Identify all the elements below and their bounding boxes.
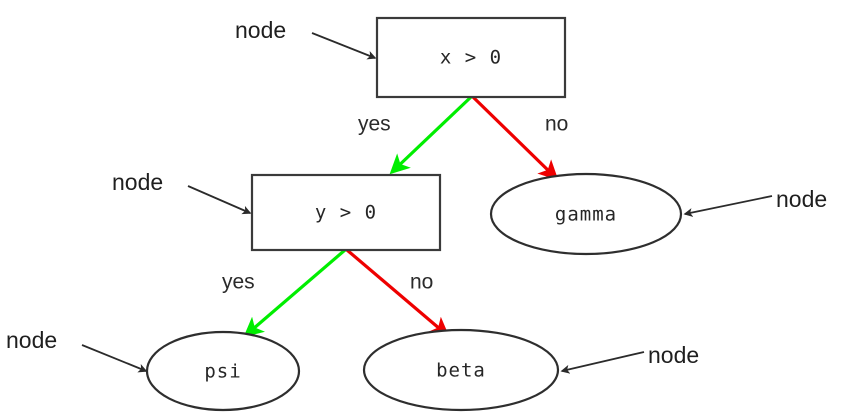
annotation-root-label: node [235,17,286,43]
annotation-psi-leader [81,344,148,373]
node-gamma[interactable]: gamma [489,172,683,256]
annotation-gamma-label: node [776,186,827,212]
edge-root-yes [389,95,473,175]
node-inner[interactable]: y > 0 [250,173,442,252]
edge-label-inner-yes: yes [222,271,255,294]
annotation-inner: node [112,169,252,215]
node-inner-label: y > 0 [315,202,377,224]
annotation-gamma: node [683,186,827,217]
edge-label-inner-no: no [410,271,433,294]
annotation-inner-leader [187,185,252,215]
annotation-psi: node [6,327,148,373]
annotation-psi-label: node [6,327,57,353]
edge-labels-layer: yes no yes no [222,113,568,294]
node-gamma-shape[interactable] [489,172,683,256]
node-beta[interactable]: beta [362,328,560,412]
node-psi-label: psi [204,361,241,383]
edge-label-root-yes: yes [358,113,391,136]
node-inner-shape[interactable] [250,173,442,252]
edge-label-root-no: no [545,113,568,136]
node-gamma-label: gamma [555,204,617,226]
edge-root-no [471,95,559,181]
edges-layer [243,95,559,338]
annotation-beta-leader [560,351,645,374]
node-root-label: x > 0 [440,47,502,69]
node-psi[interactable]: psi [145,330,301,412]
annotation-root: node [235,17,377,60]
annotation-root-leader [311,32,377,60]
node-beta-shape[interactable] [362,328,560,412]
edge-inner-yes [243,248,347,338]
annotation-beta-label: node [648,342,699,368]
annotation-inner-label: node [112,169,163,195]
nodes-layer: x > 0 y > 0 gamma psi beta [145,16,683,412]
annotation-beta: node [560,342,699,374]
annotation-gamma-leader [683,195,773,217]
annotations-layer: node node node node node [6,17,827,374]
node-root[interactable]: x > 0 [375,16,567,99]
node-beta-label: beta [436,360,486,382]
node-root-shape[interactable] [375,16,567,99]
edge-inner-no [345,248,450,338]
